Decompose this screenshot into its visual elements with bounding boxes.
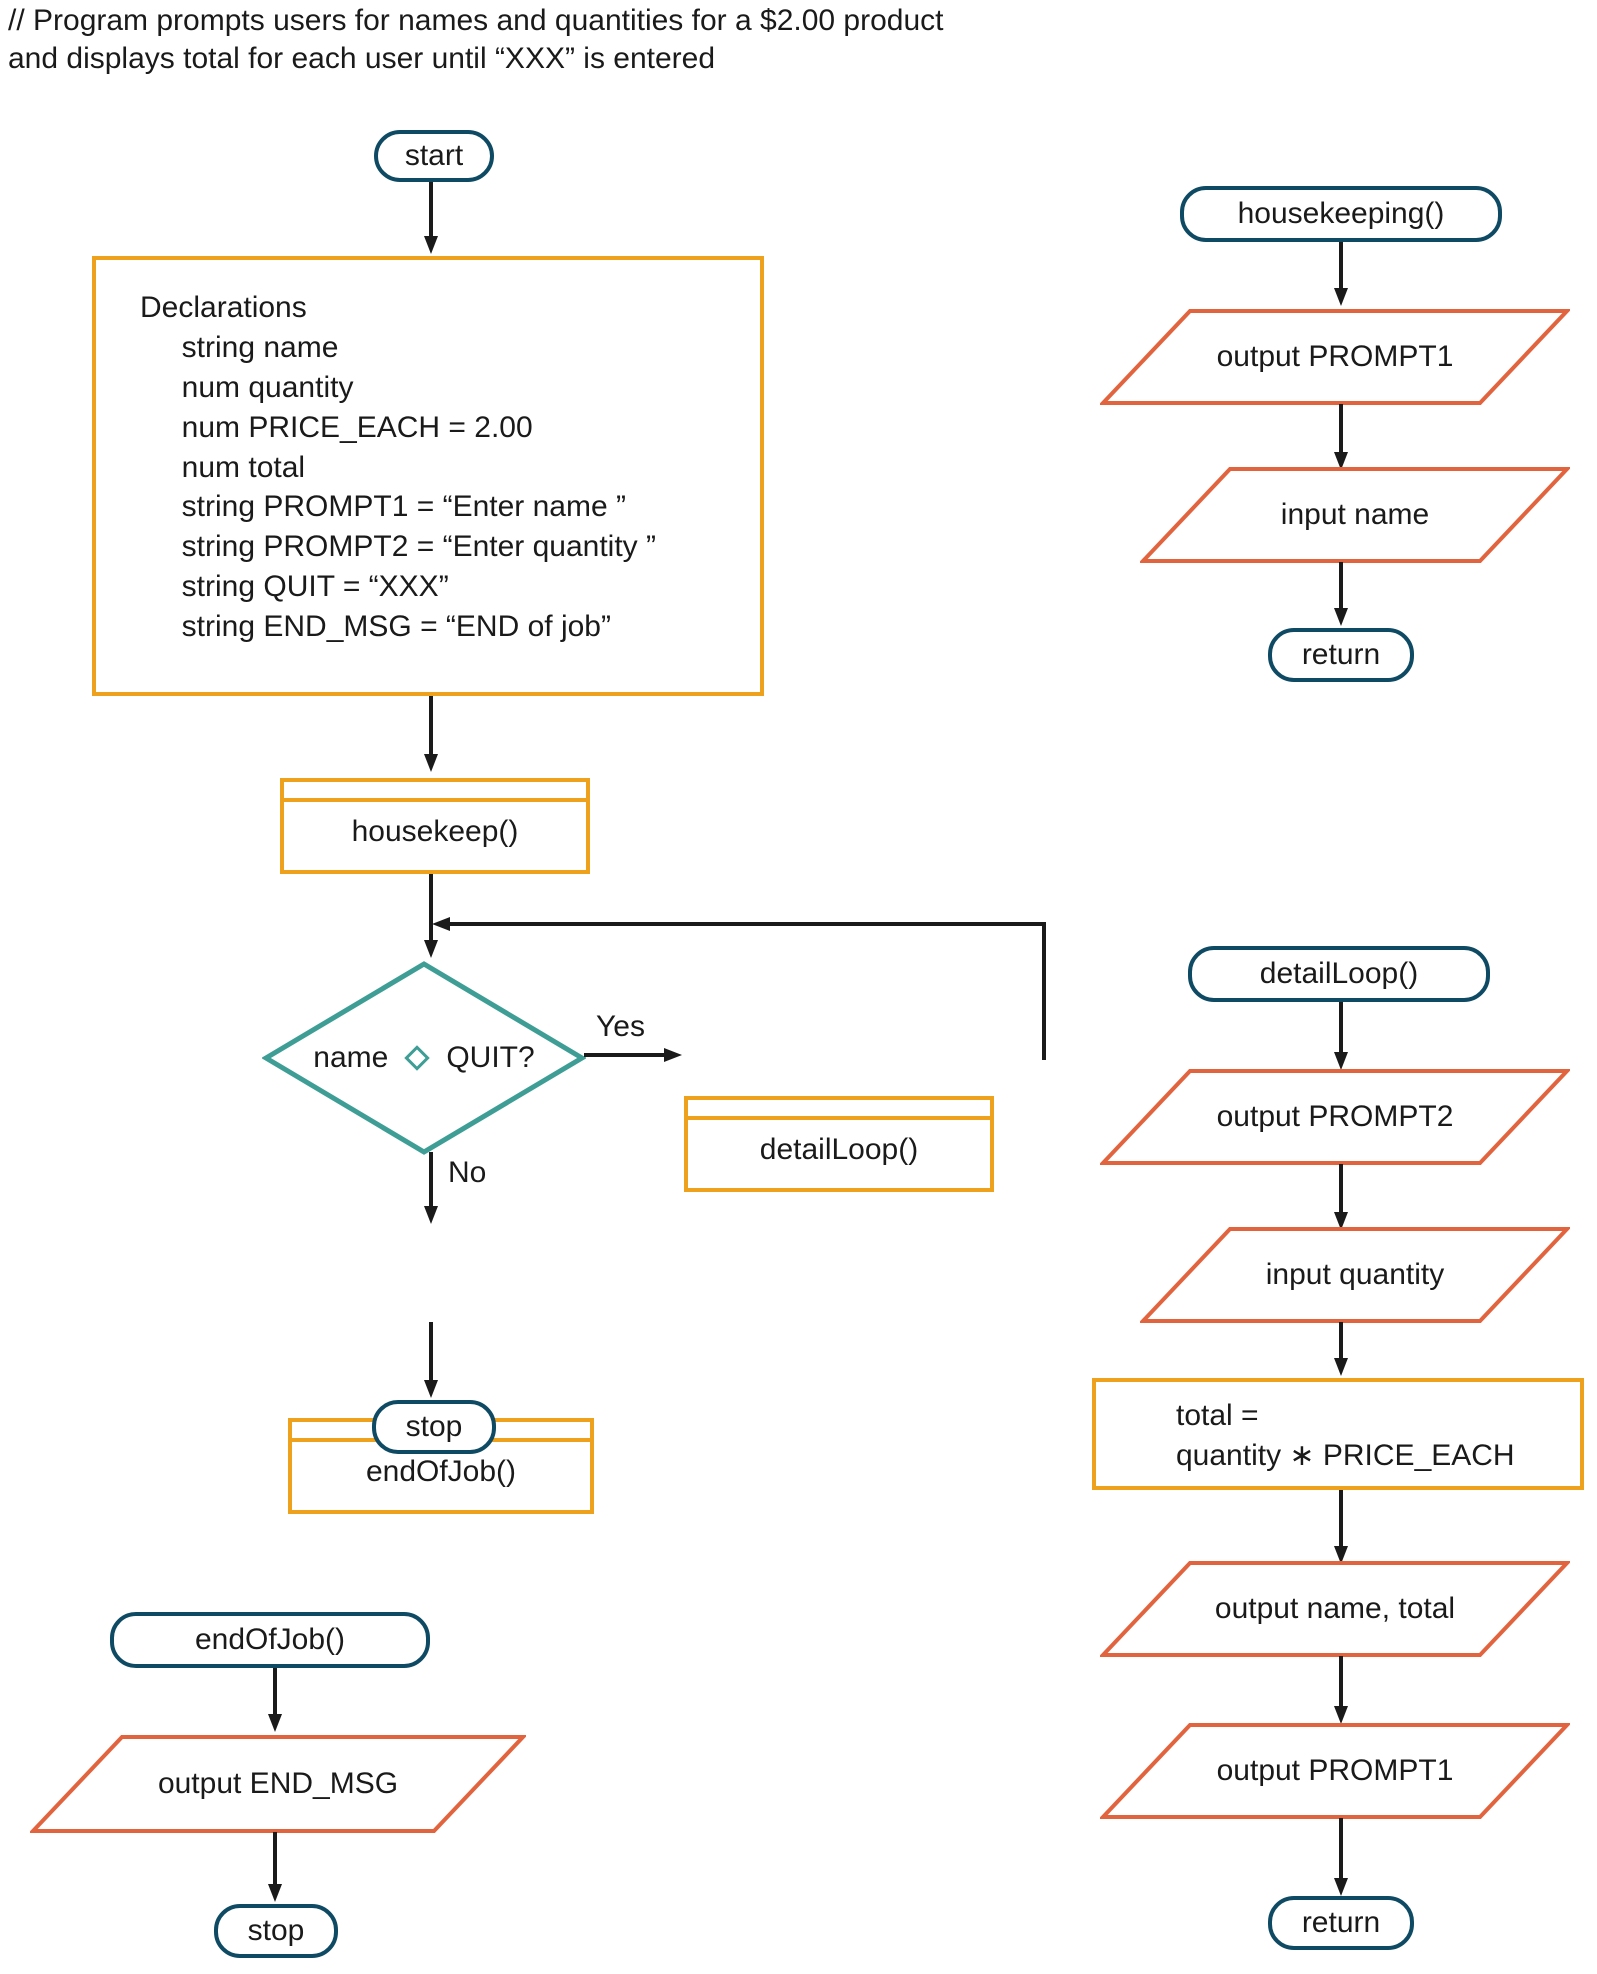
main-stop-terminal-label: stop (405, 1410, 463, 1443)
module-double-line (284, 798, 586, 802)
decision-no-label: No (448, 1156, 487, 1189)
connector-no-to-endofjob (424, 1152, 438, 1226)
endofjob-output-end-msg: output END_MSG (30, 1734, 526, 1834)
connector-loopback-to-decision (424, 910, 1054, 1070)
detailloop-output-prompt1-label: output PROMPT1 (1216, 1754, 1454, 1787)
connector-endofjob-to-stop (424, 1322, 438, 1400)
connector-yes-to-detailloop (584, 1048, 684, 1062)
housekeeping-header-label: housekeeping() (1237, 197, 1445, 230)
detailloop-output-prompt1: output PROMPT1 (1100, 1722, 1570, 1820)
housekeeping-output-prompt1: output PROMPT1 (1100, 308, 1570, 406)
detailloop-total-text: total = quantity ∗ PRICE_EACH (1176, 1399, 1515, 1472)
endofjob-module-label: endOfJob() (365, 1455, 517, 1488)
connector-endofjob-to-output-endmsg (268, 1668, 282, 1734)
detailloop-return-label: return (1301, 1906, 1381, 1939)
housekeeping-return-label: return (1301, 638, 1381, 671)
start-terminal-label: start (404, 139, 464, 172)
connector-detailloop-to-return (1334, 1818, 1348, 1898)
connector-prompt2-to-inputquantity (1334, 1164, 1348, 1232)
housekeeping-input-name-label: input name (1280, 498, 1430, 531)
endofjob-header-label: endOfJob() (194, 1623, 346, 1656)
endofjob-stop-terminal-label: stop (247, 1914, 305, 1947)
not-equal-diamond-icon (404, 1045, 431, 1071)
housekeeping-output-prompt1-label: output PROMPT1 (1216, 340, 1454, 373)
endofjob-output-end-msg-label: output END_MSG (157, 1767, 399, 1800)
endofjob-header-terminal[interactable]: endOfJob() (110, 1612, 430, 1668)
detailloop-input-quantity-label: input quantity (1265, 1258, 1445, 1291)
decision-right-operand: QUIT? (446, 1041, 535, 1074)
declarations-box: Declarations string name num quantity nu… (92, 256, 764, 696)
housekeeping-header-terminal[interactable]: housekeeping() (1180, 186, 1502, 242)
decision-label: name QUIT? (262, 1041, 586, 1075)
connector-output1-to-inputname (1334, 404, 1348, 472)
connector-detailloop-to-prompt2 (1334, 1002, 1348, 1072)
endofjob-stop-terminal[interactable]: stop (214, 1904, 338, 1958)
decision-left-operand: name (313, 1041, 389, 1074)
detailloop-module-call[interactable]: detailLoop() (684, 1096, 994, 1192)
declarations-text: Declarations string name num quantity nu… (140, 291, 657, 644)
connector-declarations-to-housekeep (424, 696, 438, 774)
detailloop-module-label: detailLoop() (759, 1133, 919, 1166)
housekeeping-return-terminal[interactable]: return (1268, 628, 1414, 682)
housekeeping-input-name: input name (1140, 466, 1570, 564)
main-stop-terminal[interactable]: stop (372, 1400, 496, 1454)
connector-inputname-to-return (1334, 562, 1348, 628)
connector-output-endmsg-to-stop (268, 1832, 282, 1904)
detailloop-header-terminal[interactable]: detailLoop() (1188, 946, 1490, 1002)
detailloop-output-name-total: output name, total (1100, 1560, 1570, 1658)
detailloop-output-name-total-label: output name, total (1214, 1592, 1456, 1625)
connector-inputquantity-to-total (1334, 1322, 1348, 1378)
detailloop-output-prompt2-label: output PROMPT2 (1216, 1100, 1454, 1133)
connector-total-to-outputnametotal (1334, 1490, 1348, 1566)
decision-yes-label: Yes (596, 1010, 645, 1043)
program-comment: // Program prompts users for names and q… (8, 4, 944, 76)
start-terminal[interactable]: start (374, 130, 494, 182)
detailloop-return-terminal[interactable]: return (1268, 1896, 1414, 1950)
detailloop-total-calculation: total = quantity ∗ PRICE_EACH (1092, 1378, 1584, 1490)
connector-housekeep-to-decision (424, 874, 438, 960)
housekeep-module-call[interactable]: housekeep() (280, 778, 590, 874)
detailloop-output-prompt2: output PROMPT2 (1100, 1068, 1570, 1166)
detailloop-input-quantity: input quantity (1140, 1226, 1570, 1324)
connector-outputnametotal-to-outputprompt1 (1334, 1656, 1348, 1726)
detailloop-header-label: detailLoop() (1259, 957, 1419, 990)
connector-start-to-declarations (424, 182, 438, 256)
housekeep-module-label: housekeep() (351, 815, 519, 848)
module-double-line (688, 1116, 990, 1120)
decision-name-not-quit[interactable]: name QUIT? (262, 960, 586, 1156)
connector-housekeeping-to-output1 (1334, 242, 1348, 308)
